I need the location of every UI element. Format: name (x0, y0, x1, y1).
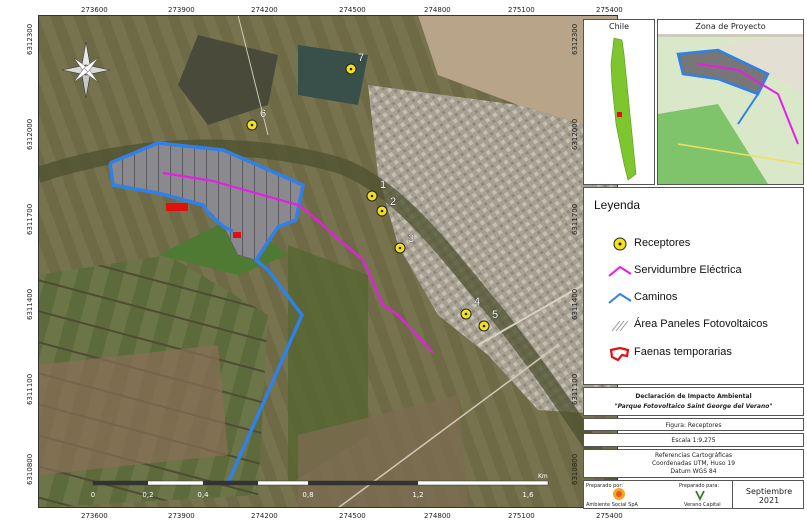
northing-label-left: 6311100 (26, 373, 34, 405)
scale-unit-label: Km (538, 473, 548, 480)
receptor-label: 7 (358, 52, 364, 64)
title-project: "Parque Fotovoltaico Saint George del Ve… (614, 403, 773, 410)
scale-block: Escala 1:9,275 (583, 433, 804, 447)
easting-label-bottom: 274200 (251, 512, 278, 520)
figure-block: Figura: Receptores (583, 418, 804, 431)
paneles-hatch-icon (611, 320, 629, 332)
northing-label-right: 6310800 (571, 453, 579, 485)
legend-label-caminos: Caminos (634, 291, 678, 303)
northing-label-right: 6311100 (571, 373, 579, 405)
legend-label-servidumbre: Servidumbre Eléctrica (634, 264, 742, 276)
northing-label-left: 6312300 (26, 23, 34, 55)
legend-label-faenas: Faenas temporarias (634, 346, 732, 358)
north-arrow-icon (61, 41, 111, 99)
easting-label-bottom: 273900 (168, 512, 195, 520)
scale-tick-label: 0 (91, 491, 95, 499)
receptor-label: 2 (390, 196, 396, 208)
faenas-polygon-icon (609, 346, 630, 362)
ambiente-social-logo-icon (613, 488, 625, 500)
date-text: Septiembre 2021 (745, 487, 793, 505)
chile-map-icon (610, 37, 637, 181)
ref-title: Referencias Cartográficas (654, 452, 733, 459)
receptor-label: 6 (260, 108, 266, 120)
easting-label-top: 274800 (424, 6, 451, 14)
prepared-for-label: Preparado para: (679, 483, 720, 489)
scale-tick-label: 0,8 (302, 491, 313, 499)
project-inset-title: Zona de Proyecto (695, 22, 766, 31)
scale-tick-label: 0,4 (197, 491, 209, 499)
main-map: 12 3 45 6 7 0 0,2 0,4 0,8 1,2 1,6 Km (38, 15, 618, 508)
chile-inset: Chile (583, 19, 655, 185)
credits-block: Preparado por: Ambiente Social SpA Prepa… (583, 480, 804, 509)
legend-title: Leyenda (594, 198, 641, 212)
prepared-by: Ambiente Social SpA (586, 502, 638, 508)
project-inset: Zona de Proyecto (657, 19, 804, 185)
prepared-for: Verano Capital (684, 502, 721, 508)
northing-label-left: 6310800 (26, 453, 34, 485)
scale-text: Escala 1:9,275 (671, 437, 716, 444)
northing-label-right: 6311700 (571, 203, 579, 235)
receptor-icon (613, 237, 627, 251)
receptor-7-icon: 7 (345, 52, 364, 75)
northing-label-right: 6311400 (571, 288, 579, 320)
receptor-2-icon: 2 (376, 196, 396, 217)
easting-label-bottom: 273600 (81, 512, 108, 520)
scale-tick-label: 1,6 (522, 491, 534, 499)
ref-coords: Coordenadas UTM, Huso 19 (651, 460, 736, 467)
verano-capital-logo-icon (695, 490, 705, 501)
easting-label-top: 274200 (251, 6, 278, 14)
chile-inset-title: Chile (608, 22, 630, 31)
scale-tick-label: 0,2 (142, 491, 153, 499)
receptor-label: 1 (380, 179, 386, 191)
receptor-1-icon: 1 (366, 179, 386, 202)
easting-label-top: 273900 (168, 6, 195, 14)
easting-label-bottom: 274800 (424, 512, 451, 520)
prepared-by-label: Preparado por: (586, 483, 624, 489)
receptor-6-icon: 6 (246, 108, 266, 131)
receptor-label: 3 (408, 233, 414, 245)
easting-label-top: 275100 (508, 6, 535, 14)
easting-label-top: 273600 (81, 6, 108, 14)
legend-label-paneles: Área Paneles Fotovoltaicos (634, 318, 768, 330)
map-border (38, 15, 618, 508)
northing-label-left: 6311700 (26, 203, 34, 235)
receptor-label: 4 (474, 296, 480, 308)
easting-label-top: 275400 (596, 6, 623, 14)
caminos-line-icon (608, 292, 632, 304)
easting-label-bottom: 275400 (596, 512, 623, 520)
title-block: Declaración de Impacto Ambiental "Parque… (583, 387, 804, 416)
northing-label-right: 6312300 (571, 23, 579, 55)
legend-label-receptores: Receptores (634, 237, 691, 249)
receptor-label: 5 (492, 309, 498, 321)
servidumbre-line-icon (608, 265, 632, 277)
scale-bar: 0 0,2 0,4 0,8 1,2 1,6 Km (91, 473, 549, 499)
northing-label-left: 6312000 (26, 118, 34, 150)
title-heading: Declaración de Impacto Ambiental (635, 393, 752, 400)
reference-block: Referencias Cartográficas Coordenadas UT… (583, 449, 804, 478)
easting-label-bottom: 274500 (339, 512, 366, 520)
northing-label-left: 6311400 (26, 288, 34, 320)
project-zone-map (658, 34, 803, 184)
easting-label-bottom: 275100 (508, 512, 535, 520)
northing-label-right: 6312000 (571, 118, 579, 150)
scale-tick-label: 1,2 (412, 491, 423, 499)
receptor-3-icon: 3 (394, 233, 414, 254)
ref-datum: Datum WGS 84 (670, 468, 717, 475)
figure-label: Figura: Receptores (665, 422, 722, 429)
receptor-4-icon: 4 (460, 296, 480, 320)
easting-label-top: 274500 (339, 6, 366, 14)
credits-divider (732, 481, 733, 508)
receptor-5-icon: 5 (478, 309, 498, 332)
legend-panel: Leyenda Receptores Servidumbre Eléctrica… (583, 187, 804, 385)
